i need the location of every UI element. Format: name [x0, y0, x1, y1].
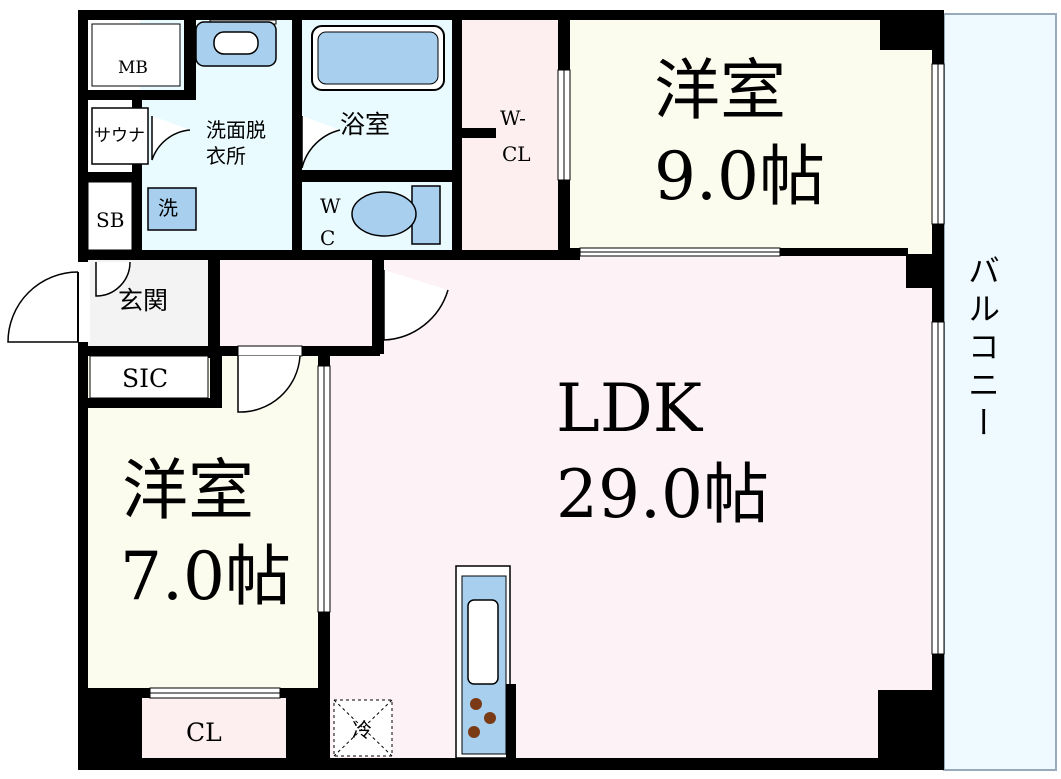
kitchen-sink [467, 599, 499, 685]
pillar-bottom-right [878, 690, 944, 770]
wall-sic-bottom [80, 398, 222, 408]
wall-sb-top [80, 172, 142, 182]
wic-name-2: CL [502, 142, 531, 166]
mb-box [91, 23, 181, 87]
pillar-top-left [184, 10, 196, 92]
western-small-floor [86, 352, 326, 692]
outer-wall-left [78, 10, 88, 768]
western-small-name: 洋室 [122, 452, 254, 529]
wic-name-1: W- [500, 106, 526, 130]
fridge-diag-2 [333, 699, 393, 757]
wall-mb-bottom [80, 90, 196, 100]
wall-entrance-right [208, 258, 220, 358]
closet-name: CL [186, 718, 222, 747]
bath-name: 浴室 [340, 110, 391, 139]
toilet-bowl [351, 191, 417, 237]
wall-bath-bottom [300, 170, 456, 182]
bathtub-inner [317, 31, 439, 85]
door-western-small-gap [237, 345, 303, 357]
fridge-label: 冷 [352, 718, 372, 742]
western-small-size: 7.0帖 [120, 538, 291, 615]
pillar-bottom-mid [286, 690, 330, 770]
sic-box [89, 355, 209, 399]
ldk-name: LDK [556, 370, 703, 447]
entrance-name: 玄関 [118, 286, 169, 315]
western-large-size: 9.0帖 [654, 138, 825, 215]
western-large-name: 洋室 [654, 52, 786, 129]
toilet-name-2: C [320, 226, 336, 250]
pillar-top-right [880, 10, 944, 50]
door-hall-swing [383, 270, 449, 341]
sauna-name: サウナ [94, 126, 145, 146]
outer-wall-top [78, 10, 944, 20]
wall-wic-stub [456, 128, 496, 138]
wall-upper-block-bottom [80, 250, 580, 260]
front-door-gap [76, 262, 90, 342]
wall-hall-right [372, 258, 384, 354]
front-door-swing [7, 271, 79, 343]
washroom-name-1: 洗面脱 [206, 118, 266, 142]
pillar-mid-right [906, 254, 944, 288]
washing-machine-pan [147, 187, 197, 231]
sb-box [87, 181, 133, 251]
mb-name: MB [118, 58, 148, 78]
washbasin-bowl [213, 31, 259, 55]
kitchen-partition [506, 684, 516, 760]
toilet-name-1: W [320, 194, 341, 218]
stove-burner-3 [468, 726, 480, 738]
door-sauna-swing [151, 116, 191, 161]
closet-floor [142, 696, 286, 760]
fridge-diag-1 [333, 699, 393, 757]
sic-name: SIC [122, 364, 169, 393]
stove-burner-1 [470, 698, 482, 710]
pillar-bottom-left [78, 690, 142, 770]
door-western-small-swing [237, 355, 301, 413]
western-large-floor [568, 18, 942, 254]
washing-machine-label: 洗 [158, 196, 178, 220]
door-entrance-swing [95, 261, 131, 297]
stove-burner-2 [484, 712, 496, 724]
balcony-floor [943, 13, 1057, 771]
ldk-size: 29.0帖 [556, 456, 769, 533]
door-bath-swing [301, 116, 341, 169]
wall-sic-right [210, 352, 222, 408]
sb-name: SB [96, 208, 125, 232]
wall-entrance-bottom [80, 346, 380, 356]
sauna-box [91, 107, 149, 165]
washroom-name-2: 衣所 [206, 144, 246, 168]
balcony-name: バルコニー [963, 254, 1001, 444]
wall-bath-left [292, 18, 302, 258]
